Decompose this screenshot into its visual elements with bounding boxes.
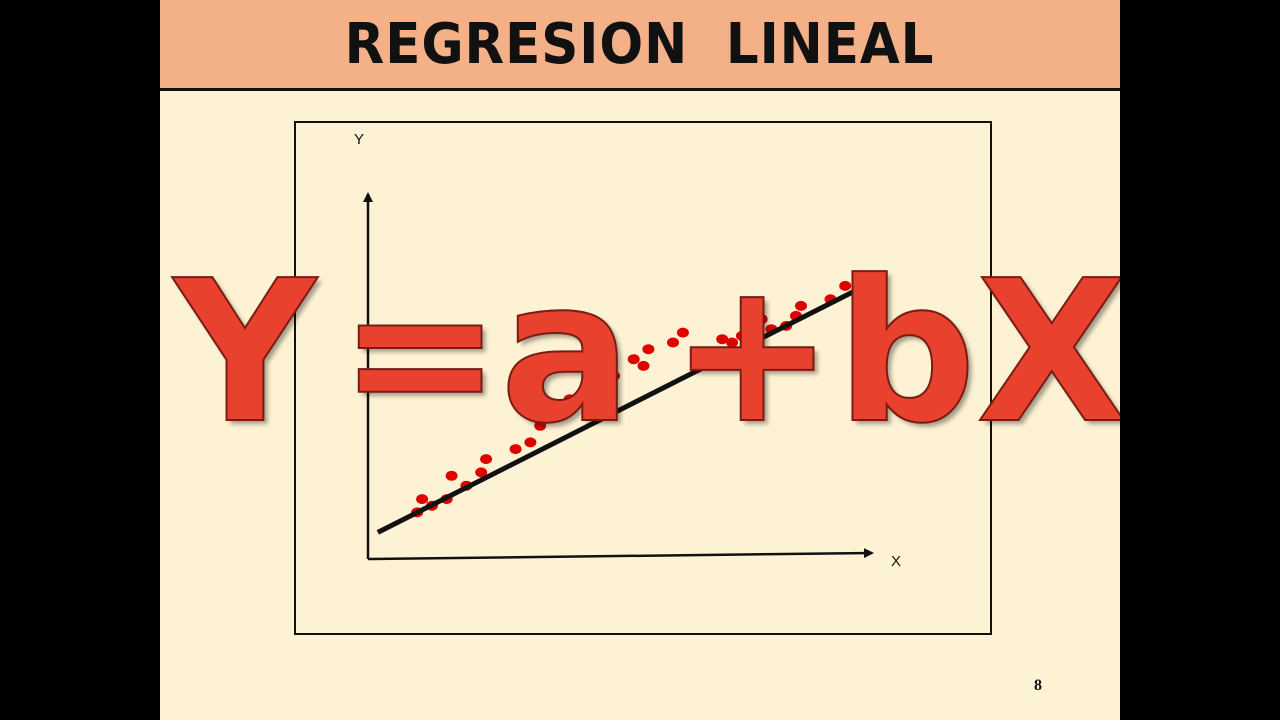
data-point-32 [795,300,807,311]
data-point-23 [711,347,724,358]
data-point-14 [578,390,591,401]
data-point-20 [642,344,655,355]
x-axis [367,548,874,561]
slide: REGRESION LINEAL Y X Y = a + bX 8 [160,0,1120,720]
data-point-8 [480,454,493,465]
y-axis-label: Y [354,131,364,148]
data-point-12 [553,407,566,418]
data-point-22 [676,327,689,338]
x-axis-label: X [891,553,901,570]
data-point-26 [735,330,748,341]
data-point-10 [524,437,537,448]
data-point-2 [416,494,429,505]
data-point-19 [637,360,650,371]
data-point-21 [667,337,679,348]
data-point-34 [839,280,852,291]
scatter-plot: Y X [354,131,901,570]
data-point-18 [627,354,640,365]
regression-line [376,273,886,535]
data-point-24 [716,334,729,345]
data-point-7 [475,467,488,478]
slide-title: REGRESION LINEAL [345,11,935,77]
data-point-16 [603,380,616,391]
data-point-27 [745,324,758,335]
title-bar: REGRESION LINEAL [160,0,1120,91]
data-point-28 [755,314,768,325]
data-point-11 [534,420,547,431]
data-point-17 [608,370,620,381]
data-point-25 [726,337,739,348]
page-number: 8 [1034,677,1042,694]
data-point-15 [598,367,611,378]
data-point-5 [445,470,458,481]
data-point-13 [563,394,576,405]
data-point-9 [509,444,522,455]
chart-frame [294,121,992,635]
